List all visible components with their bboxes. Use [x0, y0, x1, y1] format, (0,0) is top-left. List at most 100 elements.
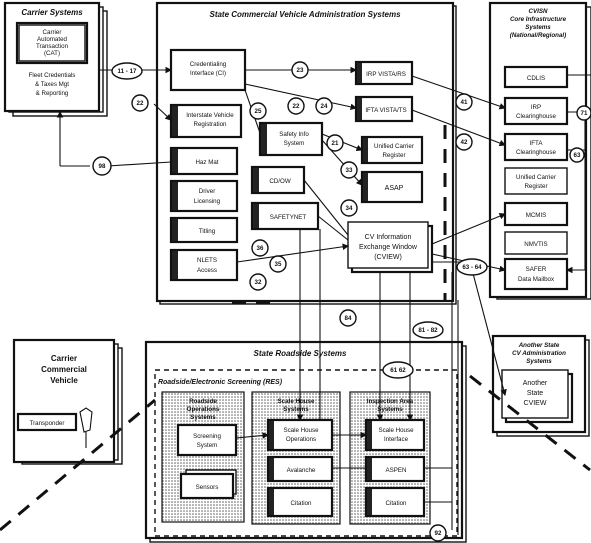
svg-text:63 - 64: 63 - 64 — [462, 264, 482, 271]
credentialing-interface-box[interactable]: Credentialing Interface (CI) — [169, 48, 247, 92]
cat-box[interactable]: Carrier Automated Transaction (CAT) — [15, 21, 89, 65]
nlets-access-box[interactable]: NLETS Access — [169, 248, 239, 282]
svg-text:Commercial: Commercial — [41, 365, 87, 374]
irp-clearinghouse-box[interactable]: IRP Clearinghouse — [503, 96, 569, 126]
svg-text:32: 32 — [255, 279, 262, 286]
asap-box[interactable]: ASAP — [360, 170, 424, 204]
nmvtis-box[interactable]: NMVTIS — [504, 231, 568, 255]
aspen-box[interactable]: ASPEN — [364, 455, 426, 483]
svg-text:Scale House: Scale House — [283, 427, 319, 434]
svg-text:Unified Carrier: Unified Carrier — [374, 143, 414, 150]
sensors-box[interactable]: Sensors — [179, 469, 237, 500]
screening-system-box[interactable]: Screening System — [176, 423, 238, 457]
connector-lines — [56, 66, 591, 535]
interface-label: 61 62 — [382, 361, 414, 379]
hazmat-box[interactable]: Haz Mat — [169, 146, 239, 176]
unified-carrier-register-core-box[interactable]: Unified Carrier Register — [504, 167, 568, 195]
svg-text:Clearinghouse: Clearinghouse — [516, 113, 556, 120]
ifta-vistas-box[interactable]: IFTA VISTA/TS — [354, 95, 414, 123]
titling-box[interactable]: Titling — [169, 216, 239, 244]
citation-right-box[interactable]: Citation — [364, 486, 426, 518]
interface-label: 84 — [339, 309, 357, 327]
svg-text:Systems: Systems — [526, 358, 552, 365]
svg-text:& Reporting: & Reporting — [36, 90, 69, 97]
svg-text:25: 25 — [255, 108, 262, 115]
svg-text:IRP VISTA/RS: IRP VISTA/RS — [366, 71, 406, 78]
svg-text:Operations: Operations — [187, 406, 220, 413]
cdlis-box[interactable]: CDLIS — [503, 65, 569, 89]
cdow-box[interactable]: CD/OW — [250, 165, 306, 195]
svg-text:Haz Mat: Haz Mat — [195, 159, 218, 166]
carrier-systems-group: Carrier Systems Carrier Automated Transa… — [3, 1, 108, 117]
svg-text:(CAT): (CAT) — [44, 50, 60, 57]
svg-text:Access: Access — [197, 267, 217, 274]
safety-info-system-box[interactable]: Safety Info System — [258, 121, 324, 157]
svg-text:22: 22 — [293, 103, 300, 110]
cview-box[interactable]: CV Information Exchange Window (CVIEW) — [347, 221, 434, 274]
interface-label: 11 - 17 — [111, 62, 143, 80]
interface-label: 36 — [251, 239, 269, 257]
svg-text:(National/Regional): (National/Regional) — [510, 32, 566, 39]
interface-label: 34 — [340, 199, 358, 217]
ifta-clearinghouse-box[interactable]: IFTA Clearinghouse — [503, 132, 569, 162]
svg-text:Core Infrastructure: Core Infrastructure — [510, 16, 567, 23]
interface-label: 98 — [92, 156, 112, 176]
interface-labels: 11 - 17 22 23 25 22 24 21 33 34 41 42 71… — [92, 61, 591, 542]
svg-text:Systems: Systems — [525, 24, 551, 31]
svg-text:Vehicle: Vehicle — [50, 376, 78, 385]
irp-vistas-box[interactable]: IRP VISTA/RS — [354, 60, 414, 86]
interface-label: 25 — [249, 102, 267, 120]
svg-text:Titling: Titling — [199, 228, 216, 235]
avalanche-box[interactable]: Avalanche — [266, 455, 334, 483]
svg-text:CVISN: CVISN — [529, 8, 548, 15]
interstate-vehicle-registration-box[interactable]: Interstate Vehicle Registration — [169, 103, 243, 139]
state-roadside-group: State Roadside Systems Roadside/Electron… — [144, 340, 467, 543]
svg-text:CD/OW: CD/OW — [269, 178, 290, 185]
svg-text:NLETS: NLETS — [197, 257, 217, 264]
svg-text:22: 22 — [137, 100, 144, 107]
svg-text:71: 71 — [581, 110, 588, 117]
scale-house-interface-box[interactable]: Scale House Interface — [364, 418, 426, 452]
interface-label: 22 — [131, 94, 149, 112]
mcmis-box[interactable]: MCMIS — [503, 201, 569, 227]
svg-text:Registration: Registration — [193, 121, 227, 128]
interface-label: 81 - 82 — [412, 321, 444, 339]
svg-text:Driver: Driver — [199, 188, 216, 195]
svg-text:CVIEW: CVIEW — [524, 400, 547, 407]
svg-text:Credentialing: Credentialing — [190, 61, 227, 68]
svg-text:Inspection Area: Inspection Area — [367, 398, 414, 405]
another-state-cview-box[interactable]: Another State CVIEW — [501, 369, 574, 424]
unified-carrier-register-state-box[interactable]: Unified Carrier Register — [360, 135, 424, 165]
svg-text:Another: Another — [523, 380, 548, 387]
svg-text:84: 84 — [345, 315, 352, 322]
svg-text:Another State: Another State — [518, 342, 560, 349]
svg-text:61 62: 61 62 — [390, 367, 406, 374]
svg-text:CDLIS: CDLIS — [527, 75, 545, 82]
svg-text:State: State — [527, 390, 543, 397]
svg-text:Citation: Citation — [386, 500, 408, 507]
svg-text:Carrier: Carrier — [51, 354, 77, 363]
interface-label: 71 — [576, 105, 591, 121]
driver-licensing-box[interactable]: Driver Licensing — [169, 179, 239, 213]
interface-label: 42 — [455, 133, 473, 151]
svg-text:33: 33 — [346, 167, 353, 174]
svg-text:Avalanche: Avalanche — [287, 467, 316, 474]
interface-label: 21 — [326, 134, 344, 152]
another-state-group: Another State CV Administration Systems … — [491, 334, 590, 437]
carrier-systems-title: Carrier Systems — [21, 8, 83, 17]
svg-text:Transaction: Transaction — [36, 43, 69, 50]
svg-text:Systems: Systems — [283, 406, 309, 413]
svg-text:81 - 82: 81 - 82 — [418, 327, 438, 334]
svg-text:92: 92 — [435, 530, 442, 537]
svg-text:ASPEN: ASPEN — [386, 467, 407, 474]
svg-text:SAFER: SAFER — [526, 266, 547, 273]
scale-house-operations-box[interactable]: Scale House Operations — [266, 418, 334, 452]
citation-middle-box[interactable]: Citation — [266, 486, 334, 518]
safetynet-box[interactable]: SAFETYNET — [250, 201, 320, 231]
interface-label: 35 — [269, 255, 287, 273]
transponder-box[interactable]: Transponder — [16, 412, 78, 432]
safer-box[interactable]: SAFER Data Mailbox — [503, 257, 569, 291]
roadside-operations-column: Roadside Operations Systems Screening Sy… — [161, 391, 245, 523]
antenna-icon — [79, 407, 93, 448]
svg-text:Transponder: Transponder — [30, 420, 65, 427]
